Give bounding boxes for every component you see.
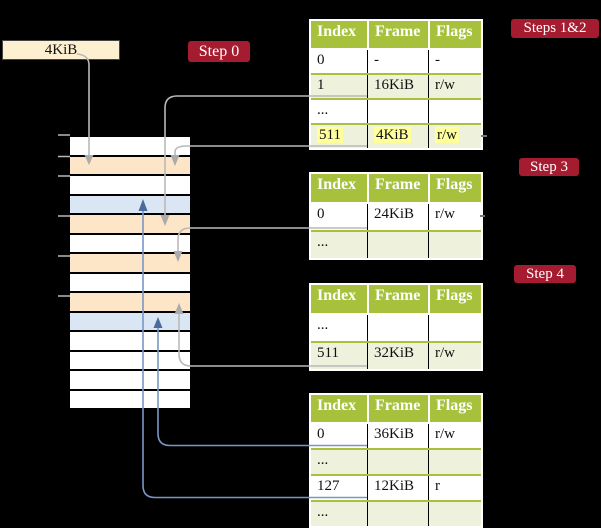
memory-frame-row	[70, 332, 190, 350]
column-header-frame: Frame	[367, 21, 428, 48]
memory-frame-row	[70, 312, 190, 330]
cell-index: 0	[317, 426, 325, 442]
memory-frame-row	[70, 293, 190, 311]
memory-frame-row	[70, 234, 190, 252]
cell-frame	[367, 502, 428, 526]
badge-step-4: Step 4	[514, 265, 576, 283]
cell-index: 0	[317, 52, 325, 68]
column-header-frame: Frame	[367, 174, 428, 202]
table-row: ...	[311, 448, 481, 474]
memory-frame-row	[70, 351, 190, 369]
table-row: ...	[311, 230, 481, 258]
column-header-flags: Flags	[428, 395, 481, 422]
cell-index: 511	[317, 345, 339, 361]
table-row: 0 --	[311, 48, 481, 73]
memory-frame-row	[70, 371, 190, 389]
cell-frame	[367, 100, 428, 123]
cell-frame: 32KiB	[367, 343, 428, 369]
cell-flags: r	[428, 476, 481, 500]
cell-frame: -	[367, 50, 428, 73]
cell-flags: r/w	[428, 75, 481, 98]
highlighted-value: 511	[317, 127, 343, 143]
cell-index: ...	[317, 504, 329, 520]
cell-index: ...	[317, 234, 329, 250]
cell-flags	[428, 100, 481, 123]
memory-frame-row	[70, 254, 190, 272]
cell-index: 1	[317, 77, 325, 93]
cell-flags: r/w	[428, 424, 481, 448]
cell-frame: 12KiB	[367, 476, 428, 500]
cell-index: ...	[317, 317, 329, 333]
cell-index: ...	[317, 102, 329, 118]
cell-frame	[367, 232, 428, 258]
cell-flags	[428, 315, 481, 341]
table-row: ...	[311, 98, 481, 123]
cell-flags	[428, 502, 481, 526]
memory-frame-row	[70, 273, 190, 291]
column-header-frame: Frame	[367, 395, 428, 422]
badge-step-3: Step 3	[519, 158, 579, 176]
cell-flags	[428, 450, 481, 474]
cell-index: 0	[317, 206, 325, 222]
memory-frame-row	[70, 156, 190, 174]
memory-frame-row	[70, 215, 190, 233]
column-header-flags: Flags	[428, 21, 481, 48]
cell-frame	[367, 315, 428, 341]
memory-frame-row	[70, 176, 190, 194]
memory-frame-row	[70, 195, 190, 213]
badge-step-0: Step 0	[188, 41, 250, 62]
badge-step-4-label: Step 4	[526, 266, 564, 282]
table-row: ...	[311, 313, 481, 341]
memory-frame-row	[70, 137, 190, 155]
column-header-index: Index	[317, 397, 357, 414]
page-size-box: 4KiB	[2, 40, 120, 60]
table-row: ...	[311, 500, 481, 526]
column-header-index: Index	[317, 176, 357, 193]
badge-step-3-label: Step 3	[530, 159, 568, 175]
column-header-flags: Flags	[428, 285, 481, 313]
badge-steps-1-2-label: Steps 1&2	[523, 20, 587, 36]
highlighted-value: r/w	[435, 127, 459, 143]
cell-index: 127	[317, 478, 340, 494]
cell-flags: r/w	[428, 343, 481, 369]
column-header-frame: Frame	[367, 285, 428, 313]
cell-frame	[367, 450, 428, 474]
memory-frame-row	[70, 390, 190, 408]
column-header-index: Index	[317, 287, 357, 304]
cell-frame: 16KiB	[367, 75, 428, 98]
badge-step-0-label: Step 0	[198, 43, 240, 60]
column-header-index: Index	[317, 23, 357, 40]
cell-frame: 4KiB	[367, 125, 428, 148]
cell-frame: 36KiB	[367, 424, 428, 448]
cell-frame: 24KiB	[367, 204, 428, 230]
cell-flags: r/w	[428, 204, 481, 230]
cell-flags	[428, 232, 481, 258]
table-row: 511 4KiB r/w	[311, 123, 481, 148]
cell-flags: r/w	[428, 125, 481, 148]
highlighted-value: 4KiB	[374, 127, 411, 143]
cell-flags: -	[428, 50, 481, 73]
cell-index: ...	[317, 452, 329, 468]
column-header-flags: Flags	[428, 174, 481, 202]
page-size-label: 4KiB	[44, 42, 78, 58]
cell-index: 511	[311, 125, 367, 148]
badge-steps-1-2: Steps 1&2	[511, 19, 599, 38]
